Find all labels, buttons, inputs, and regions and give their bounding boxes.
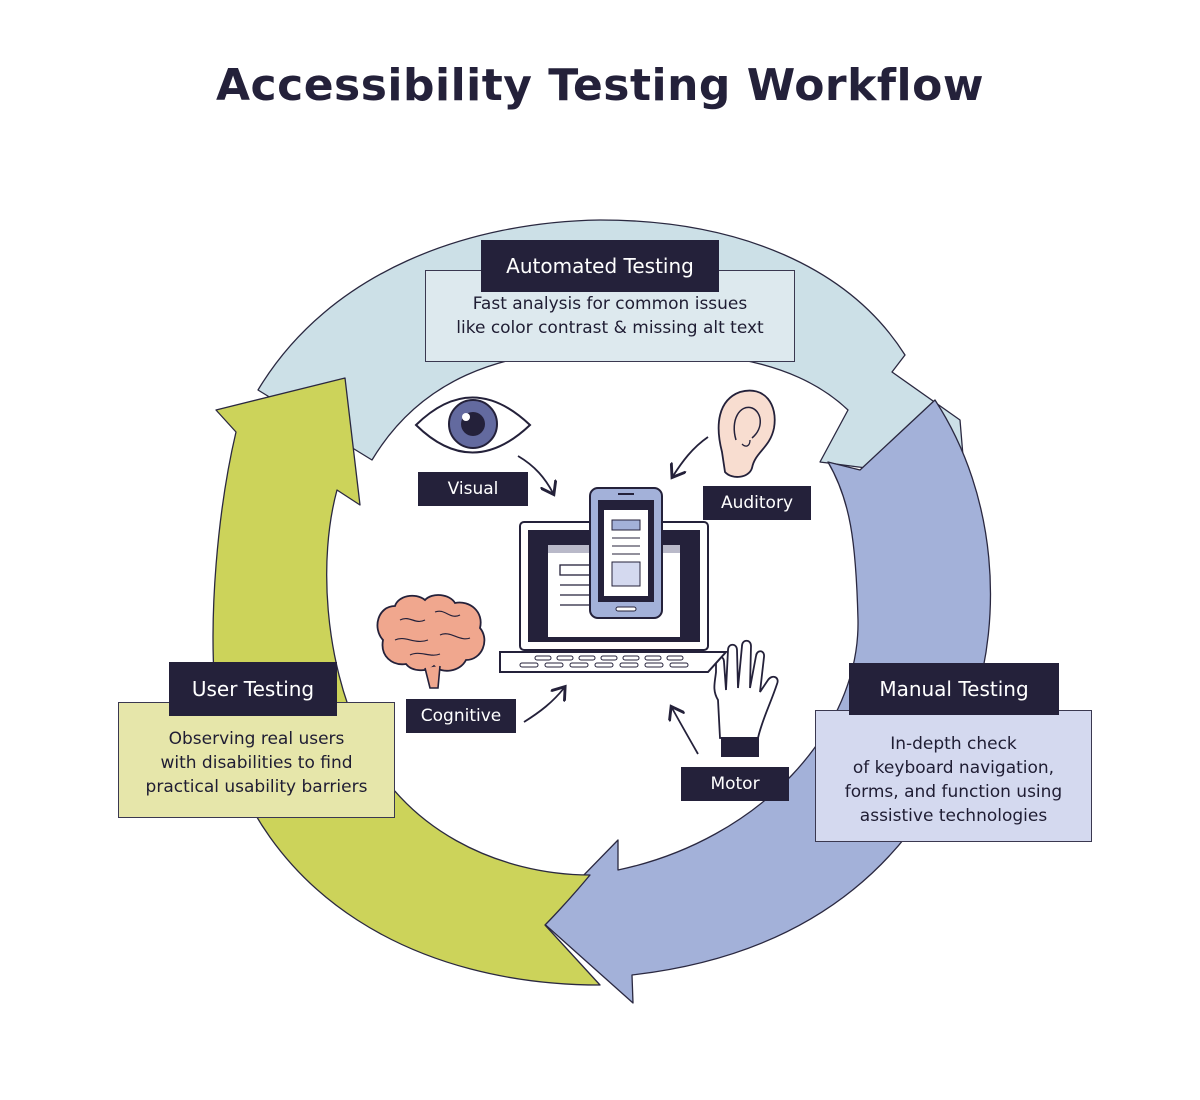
cognitive-label: Cognitive (406, 699, 516, 733)
user-description-line: with disabilities to find (160, 753, 353, 773)
user-testing-label: User Testing (169, 662, 337, 716)
user-testing-description: Observing real users with disabilities t… (118, 702, 395, 818)
automated-description-line: Fast analysis for common issues (472, 294, 748, 314)
auditory-connector-arrow (673, 436, 709, 476)
ear-icon (717, 389, 776, 478)
automated-testing-label: Automated Testing (481, 240, 719, 292)
automated-description-line: like color contrast & missing alt text (456, 318, 764, 338)
auditory-label: Auditory (703, 486, 811, 520)
brain-icon (376, 594, 486, 689)
user-description-line: practical usability barriers (145, 777, 368, 797)
manual-testing-label: Manual Testing (849, 663, 1059, 715)
eye-icon (414, 396, 532, 454)
manual-description-line: forms, and function using (844, 782, 1063, 802)
manual-testing-description: In-depth check of keyboard navigation, f… (815, 710, 1092, 842)
motor-label: Motor (681, 767, 789, 801)
motor-connector-arrow (672, 708, 699, 755)
manual-description-line: In-depth check (890, 734, 1017, 754)
hand-icon (713, 639, 779, 757)
visual-connector-arrow (517, 455, 553, 493)
user-cycle-arrow (212, 377, 601, 986)
manual-description-line: of keyboard navigation, (852, 758, 1055, 778)
laptop-and-phone-icon (499, 487, 729, 673)
manual-description-line: assistive technologies (859, 806, 1048, 826)
user-description-line: Observing real users (168, 729, 345, 749)
page-title: Accessibility Testing Workflow (215, 60, 984, 111)
cognitive-connector-arrow (523, 688, 564, 723)
visual-label: Visual (418, 472, 528, 506)
manual-cycle-arrow (539, 399, 992, 1004)
